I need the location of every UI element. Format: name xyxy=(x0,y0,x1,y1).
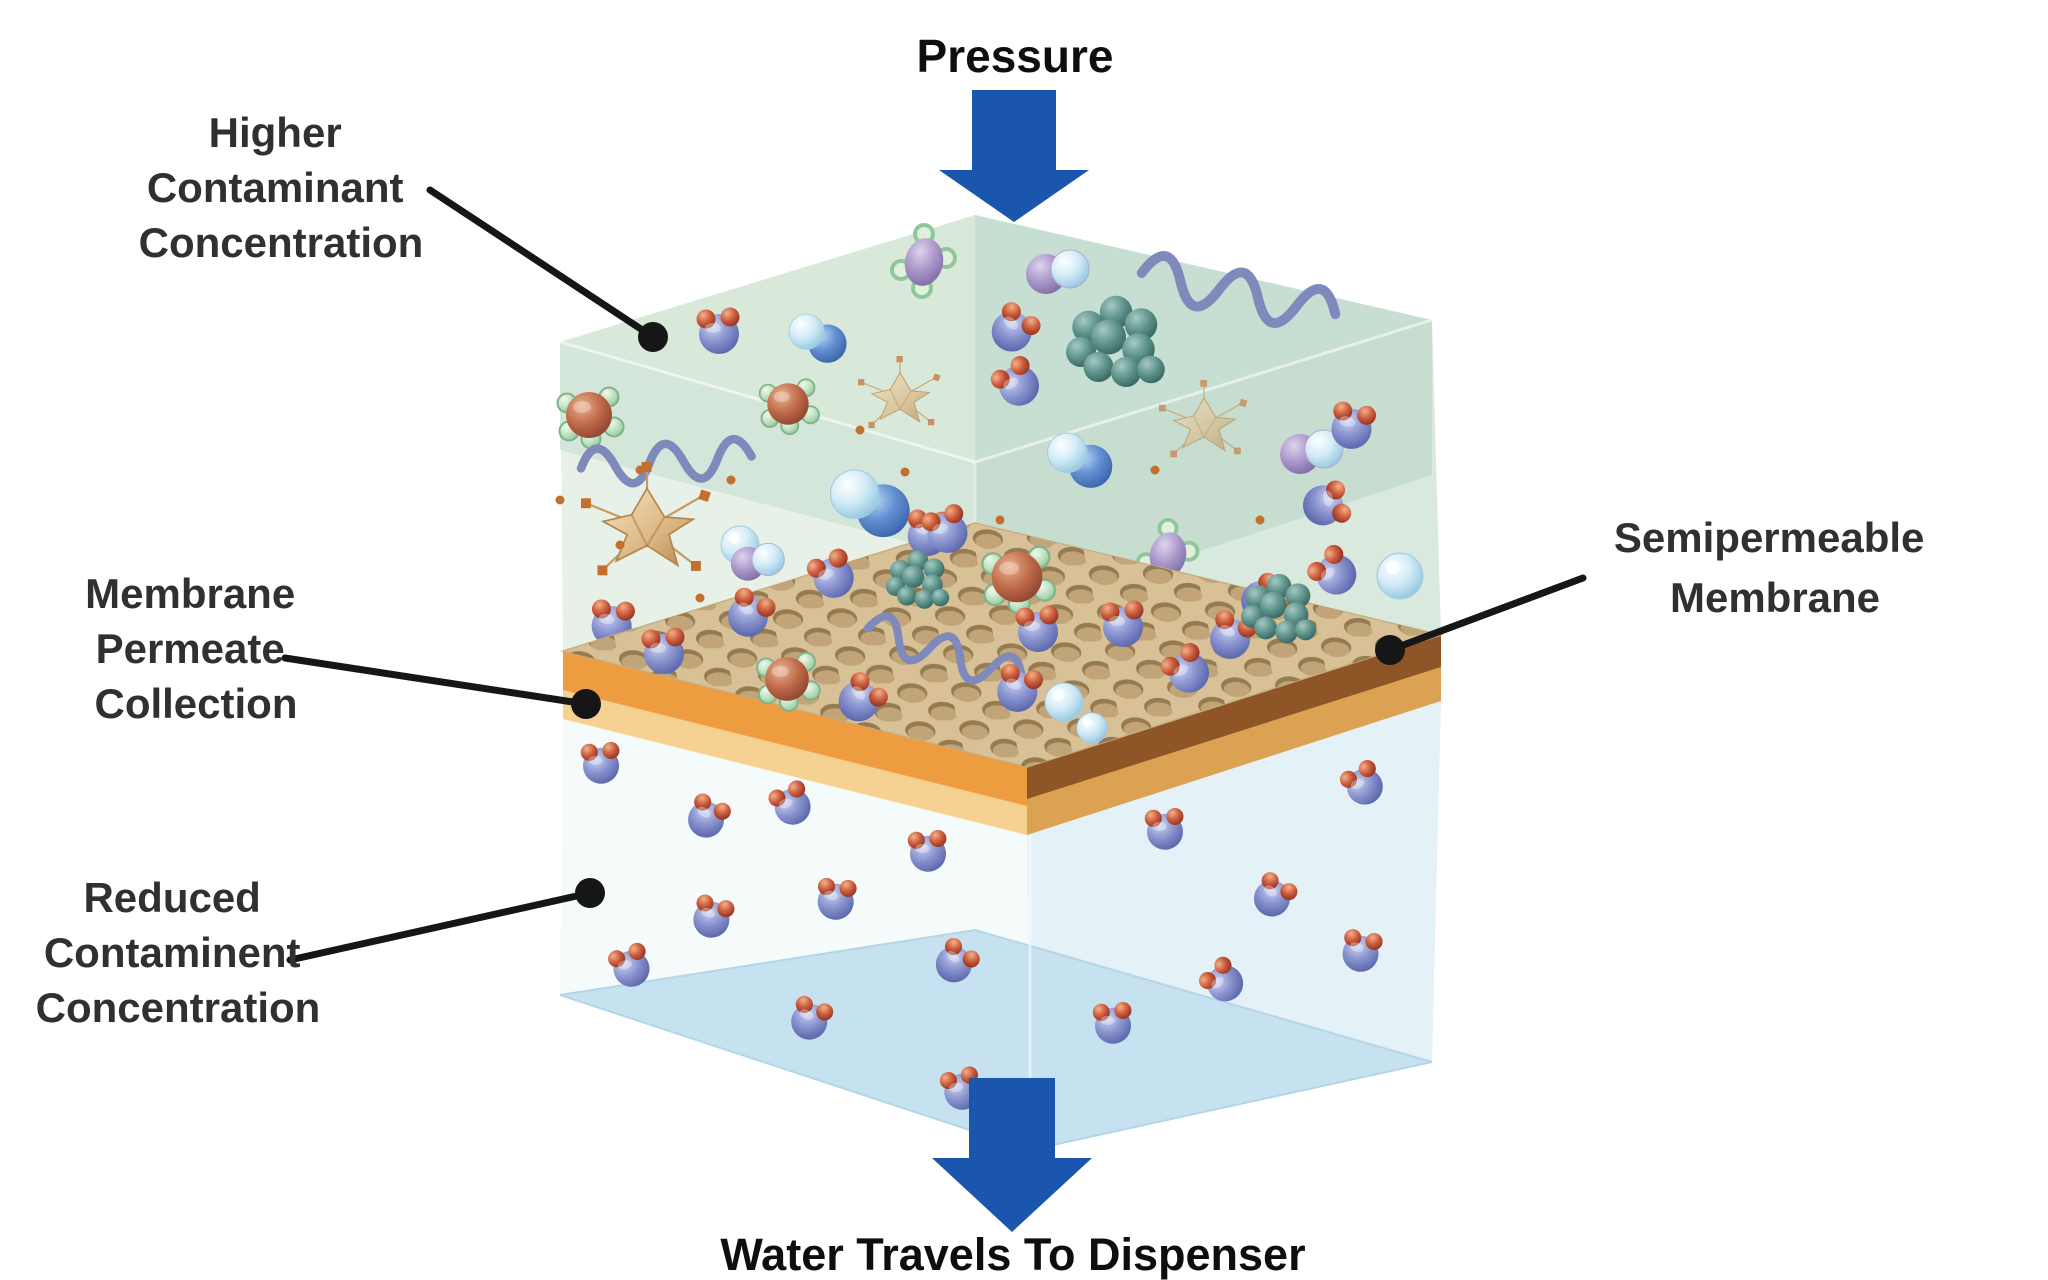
leader-membrane-permeate xyxy=(281,654,590,708)
membrane-permeate-label: Membrane Permeate Collection xyxy=(85,570,307,727)
leader-semipermeable xyxy=(1386,574,1587,654)
membrane-side-right-brown xyxy=(1027,635,1441,799)
pressure-arrow xyxy=(939,90,1089,222)
semipermeable-membrane-label: Semipermeable Membrane xyxy=(1614,514,1936,621)
water-travels-label-text: Water Travels To Dispenser xyxy=(720,1229,1305,1280)
air-bubble xyxy=(1076,712,1108,744)
mineral-speck xyxy=(635,465,645,475)
lower-chamber xyxy=(559,701,1441,1152)
leader-dot-higher xyxy=(638,322,668,352)
membrane-pores xyxy=(563,523,1441,767)
air-bubble xyxy=(1376,552,1424,600)
air-bubble xyxy=(1044,682,1084,722)
upper-wall-right-band xyxy=(975,320,1432,625)
leader-reduced-contaminent xyxy=(286,889,594,964)
mineral-speck xyxy=(995,515,1005,525)
leader-dot-reduced xyxy=(575,878,605,908)
leader-higher-contaminant xyxy=(426,186,657,341)
membrane-side-left-orange xyxy=(563,651,1027,806)
mineral-speck xyxy=(1150,465,1160,475)
cube-top-face-shaded xyxy=(975,215,1432,462)
pressure-label-text: Pressure xyxy=(917,30,1114,82)
mineral-speck xyxy=(615,540,625,550)
top-face-edge xyxy=(559,318,1433,464)
mineral-speck xyxy=(726,475,736,485)
mineral-speck xyxy=(555,495,565,505)
reduced-contaminent-label: Reduced Contaminent Concentration xyxy=(36,874,321,1031)
pressure-label: Pressure xyxy=(917,30,1114,82)
higher-contaminant-label: Higher Contaminant Concentration xyxy=(139,109,424,266)
mineral-speck xyxy=(900,467,910,477)
leader-dot-permeate xyxy=(571,689,601,719)
water-travels-label: Water Travels To Dispenser xyxy=(720,1229,1305,1280)
water-out-arrow xyxy=(932,1078,1092,1232)
cube-floor xyxy=(559,928,1433,1152)
leader-dot-semipermeable xyxy=(1375,635,1405,665)
semipermeable-membrane-slab xyxy=(560,502,1444,835)
leader-lines xyxy=(281,186,1587,964)
mineral-speck xyxy=(695,593,705,603)
mineral-speck xyxy=(855,425,865,435)
mineral-speck xyxy=(1255,515,1265,525)
